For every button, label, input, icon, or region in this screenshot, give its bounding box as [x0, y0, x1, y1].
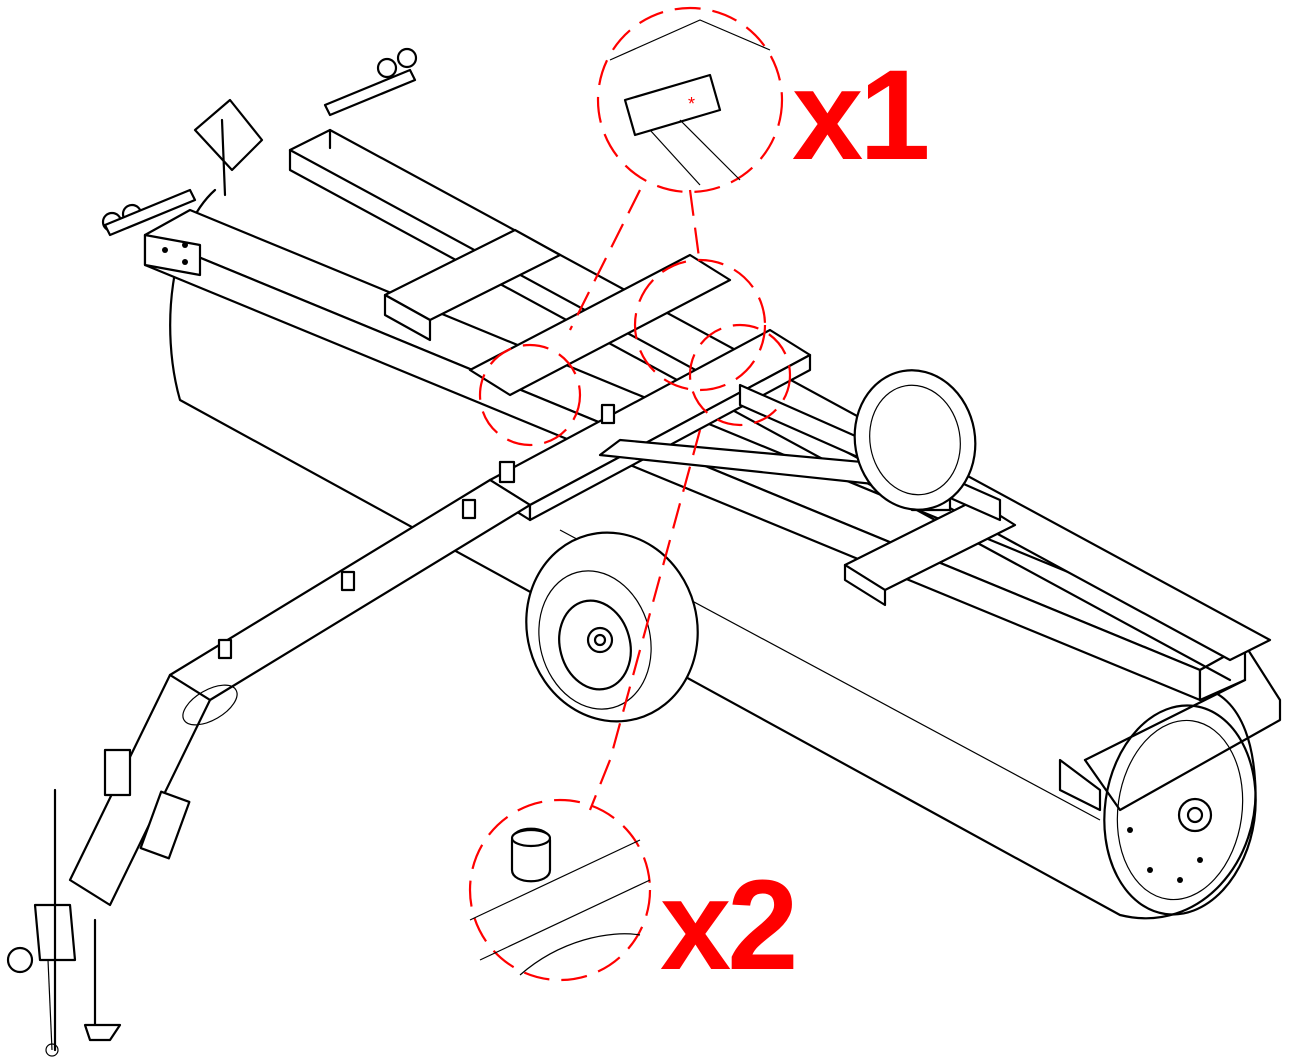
callout-top: * — [596, 6, 784, 194]
tongue-clamps — [217, 403, 616, 660]
callout-leaders — [569, 189, 702, 811]
callout-bottom: * — [468, 798, 652, 982]
wheel-front — [525, 531, 699, 723]
main-frame — [143, 128, 1282, 812]
light-bracket-left — [101, 98, 264, 237]
callout-quantity-x1: x1 — [792, 44, 930, 187]
frame-crossmembers — [383, 228, 1017, 607]
wheel-right — [853, 369, 977, 511]
callout-mid-right — [633, 258, 792, 427]
light-bracket-right — [323, 47, 418, 117]
callout-top-marker: * — [688, 94, 695, 114]
tongue-arm — [6, 478, 532, 1057]
callout-mid-left — [478, 343, 582, 447]
callout-quantity-x2: x2 — [660, 854, 798, 997]
